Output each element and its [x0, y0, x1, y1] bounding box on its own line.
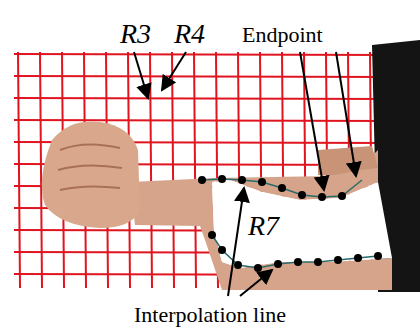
- interpolation-label: Interpolation line: [132, 304, 288, 326]
- endpoint-label: Endpoint: [240, 24, 325, 46]
- region-label: R3: [118, 20, 153, 48]
- region-label: R7: [248, 212, 279, 240]
- region-label: R4: [172, 20, 207, 48]
